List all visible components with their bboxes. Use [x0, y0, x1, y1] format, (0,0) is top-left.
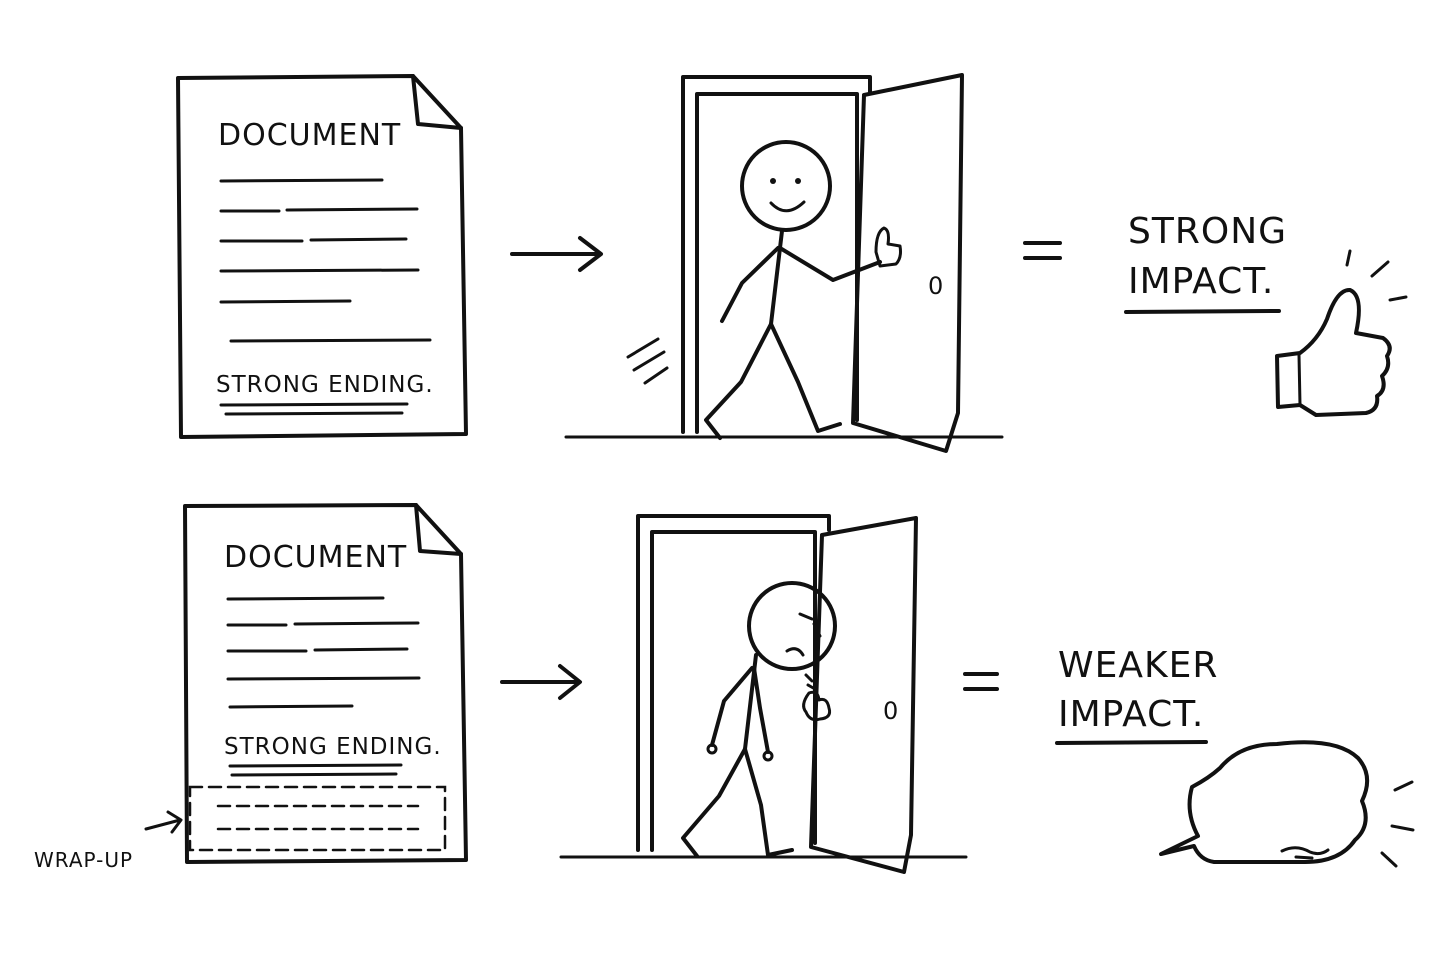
result-underline	[1055, 740, 1208, 745]
smile	[769, 200, 806, 213]
speech-bubble-icon	[1159, 740, 1415, 868]
document-text-lines	[219, 178, 432, 343]
double-underline	[219, 402, 409, 416]
equals-sign	[1023, 241, 1062, 260]
head	[740, 140, 832, 232]
door-knob: 0	[883, 697, 899, 725]
arrow-right	[510, 236, 603, 272]
back-arm	[710, 666, 754, 747]
document-title: DOCUMENT	[224, 540, 407, 575]
double-underline	[228, 763, 403, 777]
strong-ending-label: STRONG ENDING.	[224, 734, 442, 760]
front-hand	[762, 750, 774, 762]
result-line-1: STRONG	[1128, 211, 1287, 252]
document-strong: DOCUMENT STRONG ENDING.	[176, 74, 468, 439]
sigh-puff	[802, 690, 832, 722]
back-leg	[704, 322, 773, 440]
equals-sign	[963, 672, 999, 691]
result-line-2: IMPACT.	[1058, 694, 1204, 735]
strong-ending-label: STRONG ENDING.	[216, 372, 434, 398]
wrap-up-lines	[216, 804, 420, 831]
frown	[785, 647, 805, 657]
front-arm	[752, 666, 770, 754]
open-door	[809, 516, 918, 874]
back-leg	[681, 747, 747, 858]
document-outline	[183, 503, 468, 864]
document-weaker: DOCUMENT STRONG ENDING.	[183, 503, 468, 864]
right-eye	[795, 178, 801, 184]
result-line-2: IMPACT.	[1128, 261, 1274, 302]
torso	[769, 229, 784, 326]
thumbs-up-hand	[874, 226, 902, 268]
wrap-up-arrow	[144, 810, 183, 834]
wrap-up-dashed-box	[188, 785, 447, 852]
door-frame-outer	[681, 75, 872, 434]
stick-figure-happy	[626, 140, 902, 440]
wrap-up-label: WRAP-UP	[34, 848, 133, 872]
head	[747, 581, 837, 671]
document-folded-corner	[411, 74, 463, 130]
door-scene-sad: 0	[559, 514, 968, 874]
door-scene-happy: 0	[564, 73, 1004, 453]
scene-strong-ending: DOCUMENT STRONG ENDING. 0	[176, 73, 1408, 453]
front-leg	[743, 747, 794, 857]
document-folded-corner	[414, 503, 463, 556]
result-line-1: WEAKER	[1058, 645, 1218, 686]
sigh-lines	[804, 673, 817, 691]
document-text-lines	[226, 596, 421, 709]
result-underline	[1124, 309, 1281, 314]
door-knob: 0	[928, 272, 944, 300]
sad-eyes	[798, 612, 822, 638]
document-outline	[176, 74, 468, 439]
thumbs-up-icon	[1275, 249, 1408, 417]
open-door	[851, 73, 964, 453]
document-title: DOCUMENT	[218, 118, 401, 153]
door-frame-outer	[636, 514, 831, 852]
back-hand	[706, 743, 718, 755]
scene-weaker-ending: DOCUMENT STRONG ENDING. WRAP-UP	[34, 503, 1415, 874]
motion-lines	[626, 337, 669, 385]
front-arm	[778, 246, 882, 282]
front-leg	[769, 322, 842, 433]
stick-figure-sad	[681, 581, 837, 858]
back-arm	[720, 246, 780, 323]
left-eye	[770, 178, 776, 184]
arrow-right	[500, 664, 582, 700]
